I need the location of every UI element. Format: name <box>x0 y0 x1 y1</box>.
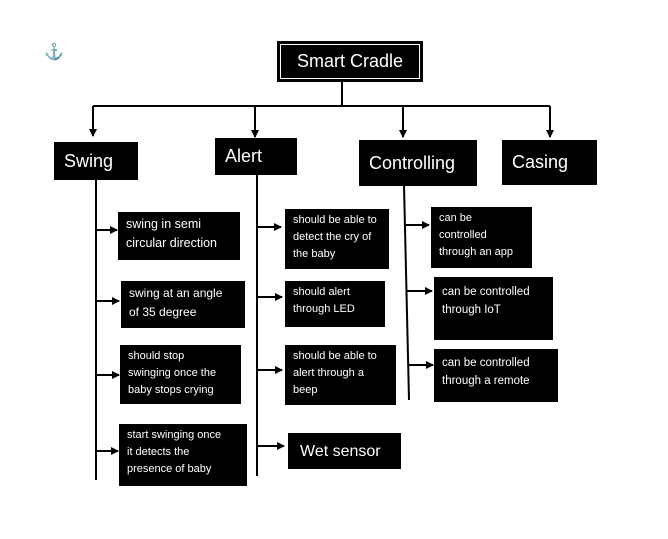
root-label: Smart Cradle <box>296 51 404 71</box>
category-label: Controlling <box>369 152 456 173</box>
category-swing: Swing <box>54 142 138 180</box>
alert-item-3: should be able to alert through a beep <box>285 345 396 405</box>
swing-item-3: should stop swinging once the baby stops… <box>120 345 241 404</box>
controlling-item-1: can be controlled through an app <box>431 207 532 268</box>
swing-item-2: swing at an angle of 35 degree <box>121 281 245 328</box>
swing-item-1: swing in semi circular direction <box>118 212 240 260</box>
alert-item-4: Wet sensor <box>288 433 401 469</box>
alert-item-2: should alert through LED <box>285 281 385 327</box>
category-controlling: Controlling <box>359 140 477 186</box>
anchor-icon: ⚓ <box>44 44 64 61</box>
root-node: Smart Cradle <box>277 41 423 82</box>
category-alert: Alert <box>215 138 297 175</box>
category-label: Casing <box>512 152 569 172</box>
controlling-item-3: can be controlled through a remote <box>434 349 558 402</box>
swing-item-4: start swinging once it detects the prese… <box>119 424 247 486</box>
category-label: Swing <box>64 150 114 171</box>
category-label: Alert <box>225 146 263 166</box>
controlling-item-2: can be controlled through IoT <box>434 277 553 340</box>
category-casing: Casing <box>502 140 597 185</box>
alert-item-1: should be able to detect the cry of the … <box>285 209 389 269</box>
